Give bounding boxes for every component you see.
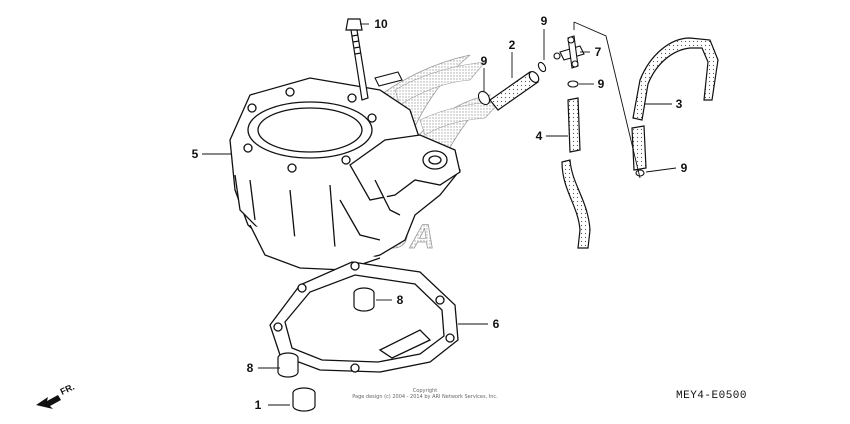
long-hose-part: [561, 97, 591, 249]
front-arrow-label: FR.: [59, 382, 76, 397]
callout-4: 4: [536, 129, 543, 143]
copyright-notice: Copyright Page design (c) 2004 - 2014 by…: [330, 388, 520, 400]
collar-part: [292, 387, 316, 412]
breather-tube-part: [631, 37, 719, 171]
dowel-pin-part: [277, 287, 375, 378]
clip-part: [477, 61, 645, 177]
callout-7: 7: [595, 45, 602, 59]
stud-pipe: [374, 71, 403, 87]
callout-9-clip-right: 9: [598, 77, 605, 91]
leader-lines: [202, 23, 677, 406]
callout-9-clip-bottom: 9: [681, 161, 688, 175]
callout-6: 6: [493, 317, 500, 331]
diagram-code: MEY4-E0500: [676, 390, 748, 402]
arrow-left-icon: [36, 395, 61, 409]
group-bracket: [573, 21, 641, 179]
callout-8-upper: 8: [397, 293, 404, 307]
stud-bolt-part: [345, 18, 369, 101]
callout-9-clip-top: 9: [541, 14, 548, 28]
callout-8-lower: 8: [247, 361, 254, 375]
joint-part: [553, 35, 585, 69]
copyright-line-1: Copyright: [412, 388, 438, 394]
callout-9-clip-left: 9: [481, 54, 488, 68]
callout-5: 5: [192, 147, 199, 161]
cylinder-part: [229, 77, 461, 271]
callout-3: 3: [676, 97, 683, 111]
callout-1: 1: [255, 398, 262, 412]
callout-2: 2: [509, 38, 516, 52]
short-hose-part: [489, 70, 540, 111]
front-direction-arrow: FR.: [36, 382, 76, 409]
copyright-line-2: Page design (c) 2004 - 2014 by ARI Netwo…: [352, 394, 498, 400]
gasket-part: [269, 261, 459, 373]
callout-10: 10: [374, 17, 388, 31]
